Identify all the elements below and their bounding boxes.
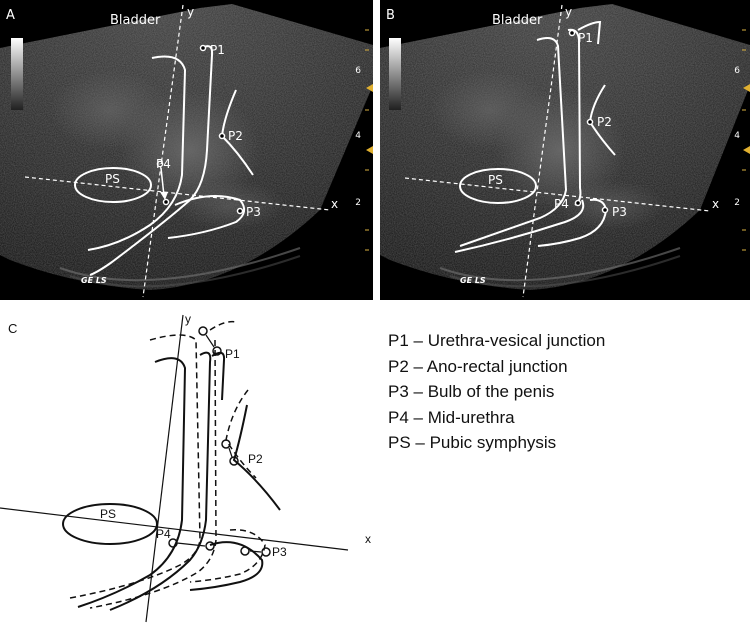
y-axis-line	[142, 4, 184, 298]
pubic-symphysis-outline	[62, 503, 158, 545]
legend-item-p2: P2 – Ano-rectal junction	[388, 356, 568, 376]
p2-marker	[586, 118, 594, 126]
p2-start-marker	[221, 439, 231, 449]
p1-label: P1	[210, 43, 225, 57]
anorectal-curve-solid	[232, 404, 281, 511]
p3-label: P3	[246, 205, 261, 219]
urethra-posterior-wall-dashed	[89, 339, 217, 609]
p4-target-marker	[162, 198, 170, 206]
bladder-neck-curve	[577, 20, 602, 45]
depth-tick-label: 6	[734, 66, 740, 76]
bladder-neck-dashed	[209, 320, 237, 331]
focus-marker-icon	[743, 84, 750, 92]
panel-label-a: A	[6, 8, 15, 23]
depth-tick-label: 6	[355, 66, 361, 76]
focus-marker-icon	[743, 146, 750, 154]
p2-marker	[218, 132, 226, 140]
p3-label: P3	[612, 205, 627, 219]
grayscale-bar	[11, 38, 23, 110]
p4-arrow	[160, 167, 165, 197]
pubic-symphysis-outline	[74, 167, 152, 203]
logo-mark: GE LS	[460, 276, 486, 285]
panel-b-ultrasound: 6 4 2 B Bladder y x PS P1 P2 P3 P4 GE LS	[380, 0, 750, 300]
p3-marker	[601, 206, 609, 214]
depth-tick-label: 4	[734, 131, 740, 141]
p1-start-marker	[198, 326, 208, 336]
bladder-neck-solid	[211, 351, 226, 401]
depth-tick-label: 2	[355, 198, 361, 208]
urethra-anterior-wall-dashed	[69, 334, 201, 599]
focus-marker-icon	[366, 84, 373, 92]
x-axis-label: x	[712, 197, 719, 211]
depth-tick-label: 2	[734, 198, 740, 208]
bulb-curve-solid	[189, 541, 264, 591]
p3-arrow	[249, 550, 262, 553]
p2-arrow	[228, 447, 233, 458]
bladder-label: Bladder	[110, 13, 161, 28]
p4-label: P4	[156, 527, 171, 541]
bladder-label: Bladder	[492, 13, 543, 28]
depth-scale	[365, 29, 369, 251]
p4-marker	[574, 199, 582, 207]
bulb-curve	[167, 195, 246, 239]
panel-a-ultrasound: 6 4 2 A Bladder y x PS P1 P2 P3 P4 GE LS	[0, 0, 373, 300]
p1-label: P1	[225, 347, 240, 361]
legend-item-p4: P4 – Mid-urethra	[388, 407, 515, 427]
pubic-symphysis-outline	[459, 168, 537, 204]
focus-marker-icon	[366, 146, 373, 154]
panel-label-b: B	[386, 8, 395, 23]
p4-arrow	[176, 542, 206, 547]
p2-label: P2	[597, 115, 612, 129]
legend: P1 – Urethra-vesical junction P2 – Ano-r…	[388, 328, 728, 456]
x-axis-label: x	[331, 197, 338, 211]
p4-label: P4	[156, 157, 171, 171]
urethra-anterior-wall	[459, 37, 568, 247]
p2-label: P2	[228, 129, 243, 143]
x-axis-line	[0, 507, 349, 551]
p4-label: P4	[554, 197, 569, 211]
depth-scale	[742, 29, 746, 251]
bulb-curve-dashed	[189, 529, 266, 583]
p1-end-marker	[212, 346, 222, 356]
y-axis-label: y	[185, 312, 191, 326]
p4-end-marker	[205, 541, 215, 551]
panel-c-diagram: C y x PS	[0, 312, 371, 623]
p1-label: P1	[578, 31, 593, 45]
p4-marker	[156, 160, 164, 168]
ps-label: PS	[105, 172, 120, 186]
p3-end-marker	[261, 547, 271, 557]
urethra-posterior-wall-solid	[109, 351, 212, 611]
ps-label: PS	[100, 507, 116, 521]
urethra-anterior-wall	[87, 55, 187, 251]
p1-arrow	[205, 334, 215, 348]
urethra-posterior-wall	[454, 199, 585, 253]
p1-marker	[568, 29, 576, 37]
p2-label: P2	[248, 452, 263, 466]
y-axis-line	[145, 314, 184, 623]
ps-label: PS	[488, 173, 503, 187]
y-axis-label: y	[187, 5, 194, 19]
panel-label-c: C	[8, 321, 17, 336]
logo-mark: GE LS	[81, 276, 107, 285]
legend-item-p1: P1 – Urethra-vesical junction	[388, 331, 606, 350]
depth-tick-label: 4	[355, 131, 361, 141]
arrow-head-icon	[160, 192, 168, 200]
bulb-curve	[537, 198, 608, 247]
p2-end-marker	[229, 456, 239, 466]
p3-label: P3	[272, 545, 287, 559]
x-axis-line	[404, 177, 711, 212]
urethra-anterior-wall-solid	[77, 357, 187, 608]
grayscale-bar	[389, 38, 401, 110]
legend-item-ps: PS – Pubic symphysis	[388, 433, 557, 452]
x-axis-label: x	[365, 532, 371, 546]
p1-marker	[199, 44, 207, 52]
legend-item-p3: P3 – Bulb of the penis	[388, 382, 555, 401]
y-axis-label: y	[565, 5, 572, 19]
p3-start-marker	[240, 546, 250, 556]
y-axis-line	[522, 4, 563, 298]
p3-marker	[236, 207, 244, 215]
